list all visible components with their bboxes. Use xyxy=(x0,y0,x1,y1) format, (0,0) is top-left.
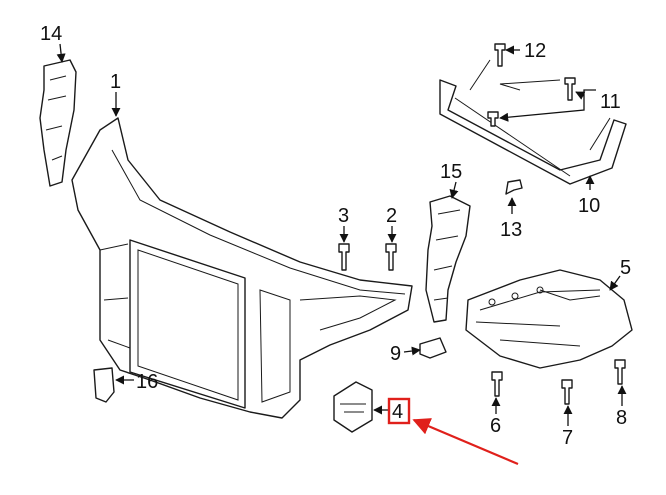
highlight-box xyxy=(387,397,411,425)
callout-5: 5 xyxy=(620,257,631,279)
callout-15: 15 xyxy=(440,161,462,183)
callout-3: 3 xyxy=(338,205,349,227)
bolts xyxy=(338,43,576,271)
callout-10: 10 xyxy=(578,195,600,217)
lower-shield xyxy=(465,269,633,369)
callout-6: 6 xyxy=(490,415,501,437)
clip-9 xyxy=(419,337,447,359)
leader-lines xyxy=(56,43,627,426)
callout-13: 13 xyxy=(500,219,522,241)
highlight-arrow xyxy=(412,418,519,466)
callout-9: 9 xyxy=(390,343,401,365)
callout-labels: 14 1 12 11 10 13 15 3 2 5 9 4 6 7 8 16 xyxy=(40,23,631,449)
callout-7: 7 xyxy=(562,427,573,449)
callout-14: 14 xyxy=(40,23,62,45)
shield-bolts xyxy=(491,359,626,405)
mount-bracket-4 xyxy=(333,381,373,433)
callout-8: 8 xyxy=(616,407,627,429)
fastener-16 xyxy=(93,367,115,403)
callout-12: 12 xyxy=(524,40,546,62)
callout-1: 1 xyxy=(110,71,121,93)
air-deflector-left xyxy=(39,59,77,187)
callout-4: 4 xyxy=(392,401,403,423)
radiator-support xyxy=(71,117,413,419)
callout-2: 2 xyxy=(386,205,397,227)
callout-16: 16 xyxy=(136,371,158,393)
callout-11: 11 xyxy=(600,91,621,113)
upper-frame-bracket xyxy=(439,59,627,185)
air-deflector-right xyxy=(425,195,471,323)
